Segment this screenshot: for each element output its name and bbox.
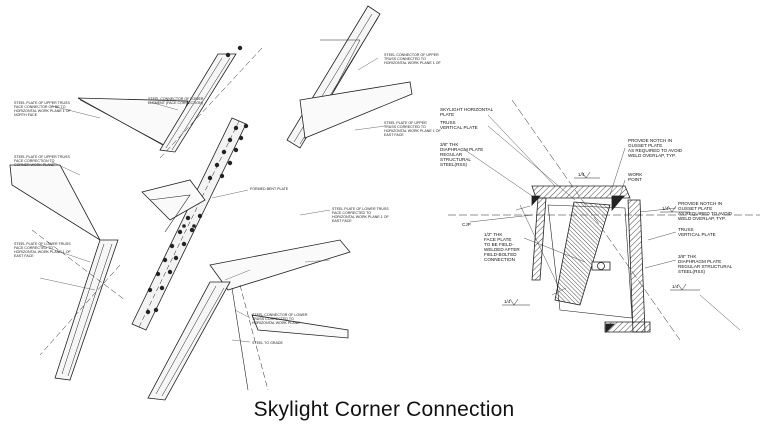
face-plate <box>554 201 611 306</box>
label-line: GUSSET PLATE <box>678 206 712 211</box>
label-steel-connector-lower-2: STEEL CONNECTOR OF LOWER <box>252 313 308 317</box>
label-line: AS REQUIRED TO AVOID <box>678 211 733 216</box>
label-line: EAST FACE <box>384 133 404 137</box>
label-cjp: CJP <box>462 222 471 227</box>
label-line: STEEL(RSS) <box>440 162 468 167</box>
label-line: TO BE FIELD- <box>484 242 514 247</box>
label-face-plate: 1/2" THK <box>484 232 503 237</box>
label-skylight-horizontal: SKYLIGHT HORIZONTAL <box>440 107 494 112</box>
label-steel-to-grade: STEEL TO GRADE <box>252 341 283 345</box>
bolt-group <box>145 45 249 315</box>
label-steel-plate-upper: STEEL PLATE OF UPPER <box>384 121 427 125</box>
label-steel-plate-upper-truss-2: STEEL PLATE OF UPPER TRUSS <box>14 155 70 159</box>
label-line: VERTICAL PLATE <box>440 125 478 130</box>
lower-right-plate <box>209 239 351 291</box>
right-annotations: SKYLIGHT HORIZONTAL PLATE TRUSS VERTICAL… <box>440 107 733 304</box>
label-formed-bent-plate: FORMED BENT PLATE <box>250 187 289 191</box>
label-line: HORIZONTAL WORK PLANE 1 OF <box>14 250 72 254</box>
label-weld-size: 1/4 <box>504 299 511 304</box>
label-steel-plate-lower-truss-2: STEEL PLATE OF LOWER TRUSS <box>14 242 71 246</box>
label-line: VERTICAL PLATE <box>678 232 716 237</box>
lower-right-bottom-plate <box>251 314 349 339</box>
label-line: TRUSS CORRECTED TO <box>252 317 294 321</box>
label-diaphragm-plate-2: 3/8" THK <box>678 254 697 259</box>
left-lower-truss <box>54 239 119 381</box>
left-diaphragm-plate <box>531 197 547 281</box>
label-steel-plate-lower-truss: STEEL PLATE OF LOWER TRUSS <box>332 207 389 211</box>
label-line: WELD OVERLAP, TYP. <box>628 153 676 158</box>
label-line: REGULAR STRUCTURAL <box>678 264 733 269</box>
label-line: HORIZONTAL WORK PLANE <box>252 321 300 325</box>
label-line: NORTH FACE <box>14 113 38 117</box>
label-line: CONNECTION <box>484 257 515 262</box>
label-line: STRUCTURAL <box>440 157 471 162</box>
label-weld-size: 1/4 <box>672 284 679 289</box>
left-annotations: STEEL PLATE OF UPPER TRUSS FACE CONNECTO… <box>14 53 442 345</box>
label-line: HORIZONTAL WORK PLANE 1 OF <box>384 61 442 65</box>
label-truss-2: TRUSS <box>678 227 694 232</box>
label-diaphragm-plate: 3/8" THK <box>440 142 459 147</box>
label-provide-notch-2: PROVIDE NOTCH IN <box>678 201 722 206</box>
label-line: CORNER WORK PLANE <box>14 163 55 167</box>
label-line: EAST FACE <box>14 254 34 258</box>
central-bent-plate <box>141 179 206 221</box>
label-line: ELEMENT (FACE CORRECTION) <box>148 101 203 105</box>
label-line: HORIZONTAL WORK PLANE 1 OF <box>384 129 442 133</box>
label-line: AS REQUIRED TO AVOID <box>628 148 683 153</box>
label-steel-connector-lower: STEEL CONNECTOR OF LOWER <box>148 97 204 101</box>
label-line: REGULAR <box>440 152 463 157</box>
label-line: FIELD-BOLTED <box>484 252 517 257</box>
label-line: STEEL(RSS) <box>678 269 706 274</box>
label-line: HORIZONTAL WORK PLANE 1 OF <box>14 109 72 113</box>
lower-right-truss <box>147 281 231 401</box>
label-steel-plate-upper-truss: STEEL PLATE OF UPPER TRUSS <box>14 101 70 105</box>
label-weld-size: 1/4 <box>578 172 585 177</box>
bottom-plate <box>604 321 651 333</box>
exploded-isometric-view <box>9 5 413 401</box>
label-line: FACE CORRECTED TO <box>14 246 53 250</box>
label-line: TRUSS CORRECTED TO <box>384 125 426 129</box>
label-line: POINT <box>628 177 642 182</box>
label-line: FACE CONNECTOR OR BE TO <box>14 105 66 109</box>
figure-caption: Skylight Corner Connection <box>253 398 515 421</box>
label-line: HORIZONTAL WORK PLANE 1 OF <box>332 215 390 219</box>
label-line: FACE CORRECTED TO <box>332 211 371 215</box>
label-steel-connector-upper: STEEL CONNECTOR OF UPPER <box>384 53 439 57</box>
section-detail-view <box>448 99 760 341</box>
label-weld-size: 1/4 <box>662 206 669 211</box>
upper-right-plate <box>299 81 413 139</box>
skylight-horizontal-plate <box>531 185 631 199</box>
label-truss: TRUSS <box>440 120 456 125</box>
label-work-point: WORK <box>628 172 643 177</box>
label-line: TRUSS CONNECTED TO <box>384 57 426 61</box>
label-line: DIAPHRAGM PLATE <box>678 259 721 264</box>
label-line: DIAPHRAGM PLATE <box>440 147 483 152</box>
label-line: GUSSET PLATE <box>628 143 662 148</box>
label-line: FACE CORRECTION TO <box>14 159 55 163</box>
right-vertical-plate <box>627 199 646 333</box>
label-line: EAST FACE <box>332 219 352 223</box>
label-line: WELD OVERLAP, TYP. <box>678 216 726 221</box>
label-line: PLATE <box>440 112 454 117</box>
label-line: WELDED AFTER <box>484 247 520 252</box>
label-provide-notch: PROVIDE NOTCH IN <box>628 138 672 143</box>
label-line: FACE PLATE <box>484 237 512 242</box>
left-mid-plate <box>9 164 102 242</box>
left-leaders <box>39 57 386 343</box>
